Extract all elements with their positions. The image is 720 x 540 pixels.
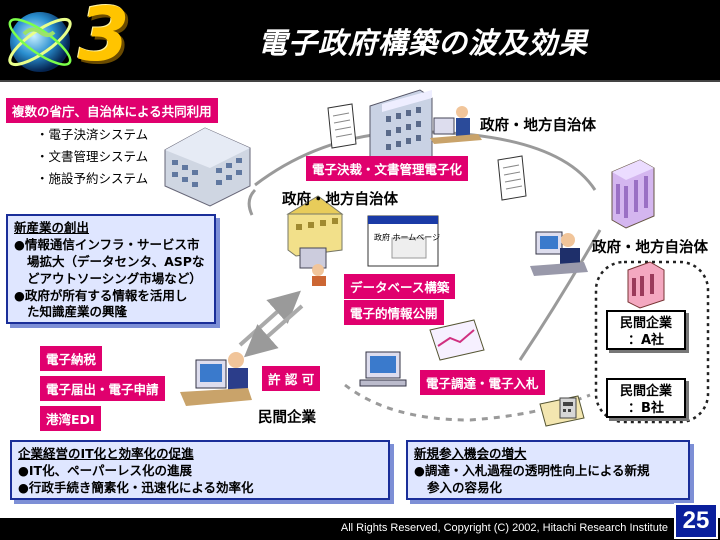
- shared-use-tag: 複数の省庁、自治体による共同利用: [6, 98, 218, 123]
- list-item: ・電子決済システム: [36, 127, 149, 142]
- new-entry-title: 新規参入機会の増大: [414, 446, 527, 461]
- page-number: 25: [674, 503, 718, 539]
- procurement-tag: 電子調達・電子入札: [420, 370, 545, 395]
- new-industry-box: 新産業の創出 ●情報通信インフラ・サービス市 場拡大（データセンタ、ASPな ど…: [6, 214, 216, 324]
- box-line: 参入の容易化: [427, 479, 503, 495]
- e-filing-tag: 電子届出・電子申請: [40, 376, 165, 401]
- list-item: ・施設予約システム: [36, 171, 149, 186]
- company-b-label: 民間企業: [619, 384, 672, 399]
- gov-label-top: 政府・地方自治体: [480, 118, 596, 134]
- new-industry-title: 新産業の創出: [14, 220, 90, 235]
- company-a-box: 民間企業 ：A社: [606, 310, 686, 350]
- exchange-arrows: [238, 290, 304, 358]
- port-edi-tag: 港湾EDI: [40, 406, 101, 431]
- doc-mgmt-tag: 電子決裁・文書管理電子化: [306, 156, 469, 181]
- new-entry-box: 新規参入機会の増大 ●調達・入札過程の透明性向上による新規 参入の容易化: [406, 440, 690, 500]
- page-title: 電子政府構築の波及効果: [258, 26, 589, 60]
- section-number: 3: [78, 0, 129, 78]
- chart-card-icon: [429, 319, 485, 361]
- globe-logo-icon: [8, 12, 72, 72]
- company-a-name: ：A社: [627, 332, 665, 348]
- computer-user-icon: [530, 231, 588, 276]
- company-b-name: ：B社: [628, 400, 664, 416]
- office-building-icon: [164, 127, 251, 207]
- slide-footer: All Rights Reserved, Copyright (C) 2002,…: [0, 518, 720, 540]
- header-divider: [0, 80, 720, 82]
- box-line: ●IT化、ペーパーレス化の進展: [18, 462, 192, 478]
- box-line: 場拡大（データセンタ、ASPな: [27, 253, 205, 269]
- it-promotion-title: 企業経営のIT化と効率化の促進: [18, 446, 194, 461]
- procurement-computer-icon: [359, 351, 407, 387]
- gov-building-mid-icon: [286, 195, 344, 286]
- box-line: ●行政手続き簡素化・迅速化による効率化: [18, 479, 254, 495]
- company-a-label: 民間企業: [619, 316, 672, 331]
- list-item: ・文書管理システム: [36, 149, 149, 164]
- gov-label-right: 政府・地方自治体: [592, 240, 708, 256]
- slide-header: 3 電子政府構築の波及効果: [0, 0, 720, 80]
- document-icon: [497, 155, 527, 201]
- it-promotion-box: 企業経営のIT化と効率化の促進 ●IT化、ペーパーレス化の進展 ●行政手続き簡素…: [10, 440, 390, 500]
- homepage-label: 政府 ホームページ: [374, 233, 441, 242]
- box-line: た知識産業の興隆: [27, 304, 128, 320]
- gov-building-right-icon: [611, 159, 655, 229]
- company-a-building-icon: [627, 261, 665, 309]
- permit-tag: 許 認 可: [262, 366, 321, 391]
- box-line: ●調達・入札過程の透明性向上による新規: [414, 462, 650, 478]
- copyright-text: All Rights Reserved, Copyright (C) 2002,…: [340, 522, 668, 534]
- private-sector-label: 民間企業: [258, 410, 316, 426]
- box-line: どアウトソーシング市場など）: [27, 270, 202, 286]
- e-tax-tag: 電子納税: [40, 346, 103, 371]
- box-line: ●政府が所有する情報を活用し: [14, 287, 188, 303]
- documents-calculator-icon: [539, 395, 585, 427]
- private-worker-icon: [180, 352, 252, 406]
- office-worker-icon: [430, 106, 482, 144]
- gov-label-mid: 政府・地方自治体: [282, 192, 398, 208]
- database-tag: データベース構築: [344, 274, 456, 299]
- document-icon: [327, 103, 357, 149]
- company-b-box: 民間企業 ：B社: [606, 378, 686, 418]
- box-line: ●情報通信インフラ・サービス市: [14, 236, 200, 252]
- public-info-tag: 電子的情報公開: [344, 300, 444, 325]
